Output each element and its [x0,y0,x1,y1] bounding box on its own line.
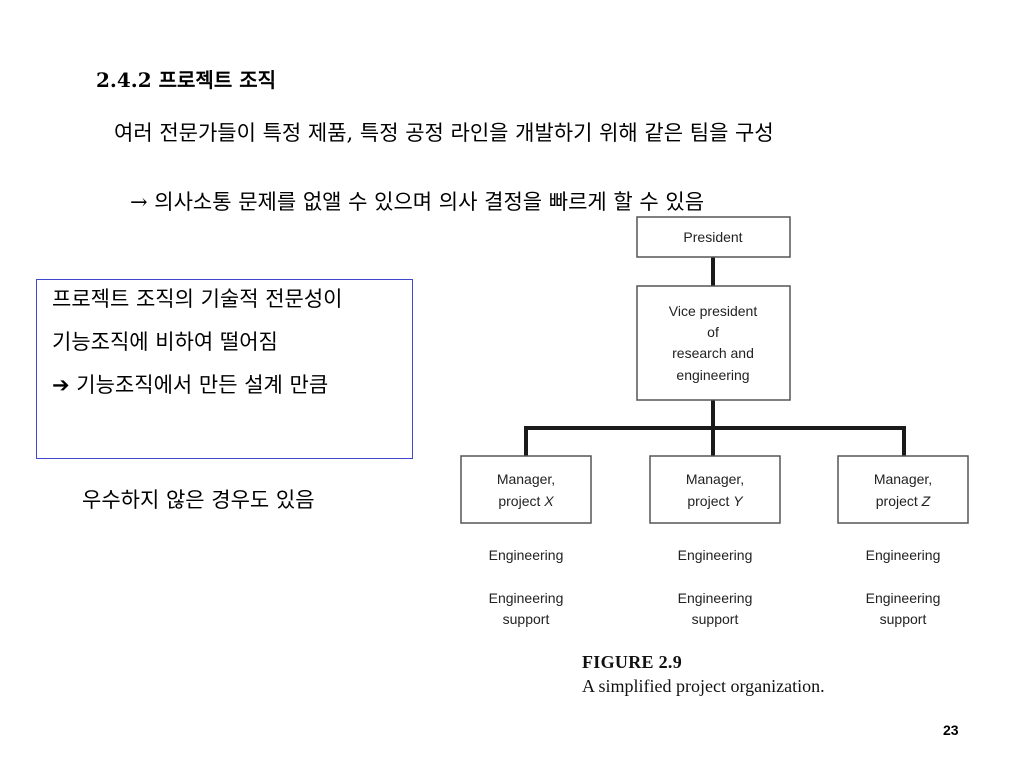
manager-x-project: project X [498,493,554,509]
manager-z-project-prefix: project [876,493,918,509]
figure-caption-text: A simplified project organization. [582,676,825,696]
note-line-2: 기능조직에 비하여 떨어짐 [52,330,278,354]
manager-x-project-prefix: project [498,493,540,509]
vice-president-box [636,285,791,401]
figure-label: FIGURE 2.9 [582,652,683,672]
x-engineering: Engineering [489,547,564,563]
intro-paragraph: 여러 전문가들이 특정 제품, 특정 공정 라인을 개발하기 위해 같은 팀을 … [114,121,774,145]
vp-line-1: Vice president [669,303,758,319]
page-number: 23 [943,722,959,738]
president-box [636,216,791,258]
manager-z-label: Manager, [874,471,932,487]
org-connectors [524,257,906,456]
manager-x-project-letter: X [543,493,554,509]
manager-z-project-letter: Z [921,493,931,509]
manager-y-project-letter: Y [733,493,744,509]
manager-z-project: project Z [876,493,931,509]
note-continuation: 우수하지 않은 경우도 있음 [82,488,315,512]
president-label: President [683,229,742,245]
x-support-line-2: support [503,611,550,627]
note-line-3: ➔ 기능조직에서 만든 설계 만큼 [38,370,410,401]
vp-line-4: engineering [676,367,749,383]
note-box-border [36,279,413,459]
note-box-text: 프로젝트 조직의 기술적 전문성이 기능조직에 비하여 떨어짐 ➔ 기능조직에서… [38,284,410,401]
y-support-line-2: support [692,611,739,627]
arrow-icon: ➔ [52,373,70,397]
x-support-line-1: Engineering [489,590,564,606]
manager-y-project-prefix: project [687,493,729,509]
section-heading: 2.4.2 프로젝트 조직 [96,68,276,92]
note-line-1: 프로젝트 조직의 기술적 전문성이 [52,287,343,311]
y-engineering: Engineering [678,547,753,563]
manager-y-box [649,455,781,524]
manager-z-box [837,455,969,524]
manager-x-label: Manager, [497,471,555,487]
manager-y-label: Manager, [686,471,744,487]
z-engineering: Engineering [866,547,941,563]
z-support-line-2: support [880,611,927,627]
arrow-line-text: → 의사소통 문제를 없앨 수 있으며 의사 결정을 빠르게 할 수 있음 [130,190,705,213]
manager-y-project: project Y [687,493,744,509]
y-support-line-1: Engineering [678,590,753,606]
z-support-line-1: Engineering [866,590,941,606]
manager-x-box [460,455,592,524]
figure-caption: FIGURE 2.9 A simplified project organiza… [582,650,825,698]
note-line-3-text: 기능조직에서 만든 설계 만큼 [76,373,329,397]
vp-line-3: research and [672,345,754,361]
vp-line-2: of [707,324,719,340]
